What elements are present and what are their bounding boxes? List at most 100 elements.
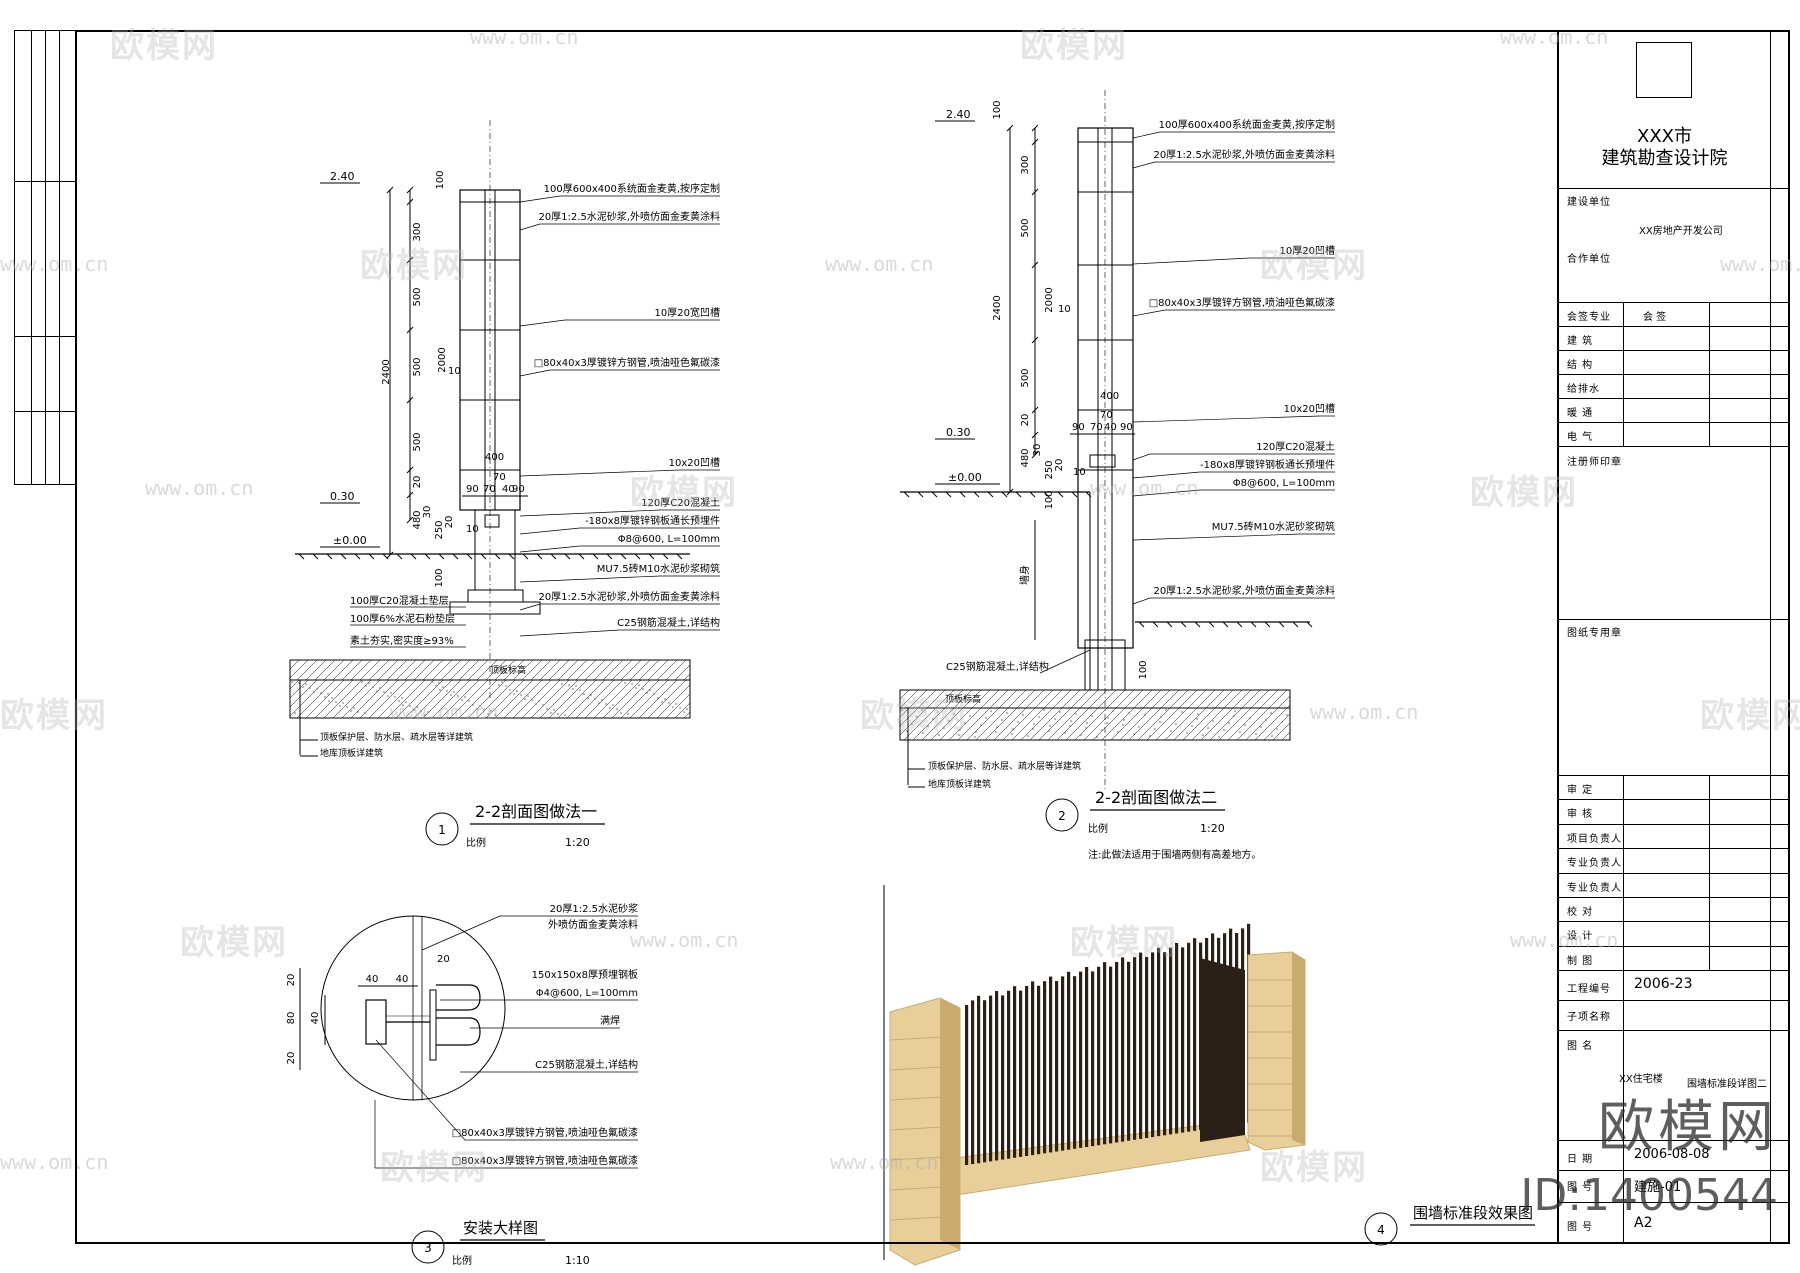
hatch-line — [530, 679, 570, 719]
concrete-dot — [550, 712, 552, 714]
role-row-line — [1559, 848, 1790, 850]
section1-note-leader — [519, 575, 661, 583]
concrete-dot — [291, 681, 293, 683]
section1-dim: 20 — [444, 516, 455, 529]
concrete-dot — [594, 698, 596, 700]
concrete-dot — [353, 707, 355, 709]
sheet-no-value: 建施-01 — [1634, 1180, 1682, 1195]
hatch-line — [602, 659, 624, 681]
section1-elev-top: 2.40 — [330, 170, 355, 183]
detail3-embed-plate — [429, 989, 437, 1061]
discipline-name: 电 气 — [1567, 432, 1594, 443]
revision-strip — [14, 30, 76, 485]
dimension-tick — [386, 551, 394, 559]
concrete-dot — [575, 685, 577, 687]
ground-hatch — [662, 553, 669, 560]
concrete-dot — [305, 683, 307, 685]
render4-number-circle — [1364, 1212, 1398, 1246]
section2-note-leader — [1132, 415, 1321, 423]
section1-dim: 20 — [412, 476, 423, 489]
concrete-dot — [564, 714, 566, 716]
detail3-dim: 20 — [286, 974, 297, 987]
hatch-line — [1079, 689, 1099, 709]
hatch-line — [557, 659, 579, 681]
ground-hatch — [903, 491, 910, 498]
concrete-dot — [964, 722, 966, 724]
section2-dim-base: 400 — [1100, 391, 1119, 402]
section1-roof-slab — [289, 679, 691, 719]
concrete-dot — [683, 711, 685, 713]
hatch-line — [404, 679, 444, 719]
concrete-dot — [679, 707, 681, 709]
hatch-line — [539, 679, 579, 719]
render4-fence-bar — [1127, 961, 1131, 1141]
dimension-tick — [1006, 124, 1014, 132]
concrete-dot — [320, 692, 322, 694]
section2-dim-base: 70 — [1090, 422, 1103, 433]
hatch-line — [1029, 707, 1063, 741]
concrete-dot — [1170, 730, 1172, 732]
section1-scale-label: 比例 — [466, 836, 486, 849]
render4-fence-bar — [1133, 957, 1137, 1140]
concrete-dot — [995, 731, 997, 733]
section2-note-leader — [1132, 489, 1201, 497]
concrete-dot — [609, 707, 611, 709]
hatch-line — [647, 659, 669, 681]
section1-number: 1 — [438, 823, 446, 837]
section1-note: -180x8厚镀锌钢板通长预埋件 — [585, 514, 720, 527]
section2-note: MU7.5砖M10水泥砂浆砌筑 — [1212, 520, 1335, 533]
ground-hatch — [382, 553, 389, 560]
concrete-dot — [1186, 732, 1188, 734]
detail3-dim: 40 — [396, 974, 409, 985]
hatch-line — [1223, 689, 1243, 709]
concrete-dot — [1069, 725, 1071, 727]
hatch-line — [557, 679, 597, 719]
concrete-dot — [1175, 723, 1177, 725]
detail3-number-circle — [411, 1230, 445, 1264]
render4-stone-joint — [889, 1065, 961, 1071]
section1-number-circle — [425, 812, 459, 846]
hatch-line — [368, 679, 408, 719]
concrete-dot — [509, 689, 511, 691]
render4-fence-bar — [1103, 962, 1107, 1145]
hatch-line — [1083, 707, 1117, 741]
hatch-line — [512, 659, 534, 681]
hatch-line — [539, 659, 561, 681]
concrete-dot — [1191, 725, 1193, 727]
concrete-dot — [1239, 731, 1241, 733]
ground-hatch — [1029, 491, 1036, 498]
ground-hatch — [648, 553, 655, 560]
detail3-anchor — [436, 984, 481, 1011]
concrete-dot — [1001, 719, 1003, 721]
concrete-dot — [472, 704, 474, 706]
hatch-line — [611, 679, 651, 719]
concrete-dot — [1281, 721, 1283, 723]
concrete-dot — [932, 718, 934, 720]
render4-fence-bar — [1115, 962, 1119, 1143]
disciplines-label: 会签专业 — [1567, 312, 1611, 323]
render4-fence-bar — [1007, 990, 1011, 1159]
concrete-dot — [1181, 711, 1183, 713]
concrete-dot — [921, 709, 923, 711]
concrete-dot — [927, 725, 929, 727]
hatch-line — [289, 659, 300, 670]
section2-note-leader — [1132, 597, 1151, 605]
hatch-line — [1052, 689, 1072, 709]
render4-fence-bar — [1097, 966, 1101, 1146]
render4-fence-bar — [1055, 981, 1059, 1152]
hatch-line — [341, 659, 363, 681]
discipline-name: 暖 通 — [1567, 408, 1594, 419]
hatch-line — [548, 659, 570, 681]
hatch-line — [530, 659, 552, 681]
section1-footing — [467, 589, 524, 603]
concrete-dot — [631, 683, 633, 685]
hatch-line — [440, 679, 480, 719]
hatch-line — [1092, 707, 1126, 741]
hatch-line — [289, 679, 327, 717]
section1-scale-value: 1:20 — [565, 836, 590, 849]
concrete-dot — [1012, 728, 1014, 730]
concrete-dot — [587, 697, 589, 699]
section2-c25-label: C25钢筋混凝土,详结构 — [946, 660, 1049, 673]
concrete-dot — [1271, 735, 1273, 737]
concrete-dot — [1207, 727, 1209, 729]
